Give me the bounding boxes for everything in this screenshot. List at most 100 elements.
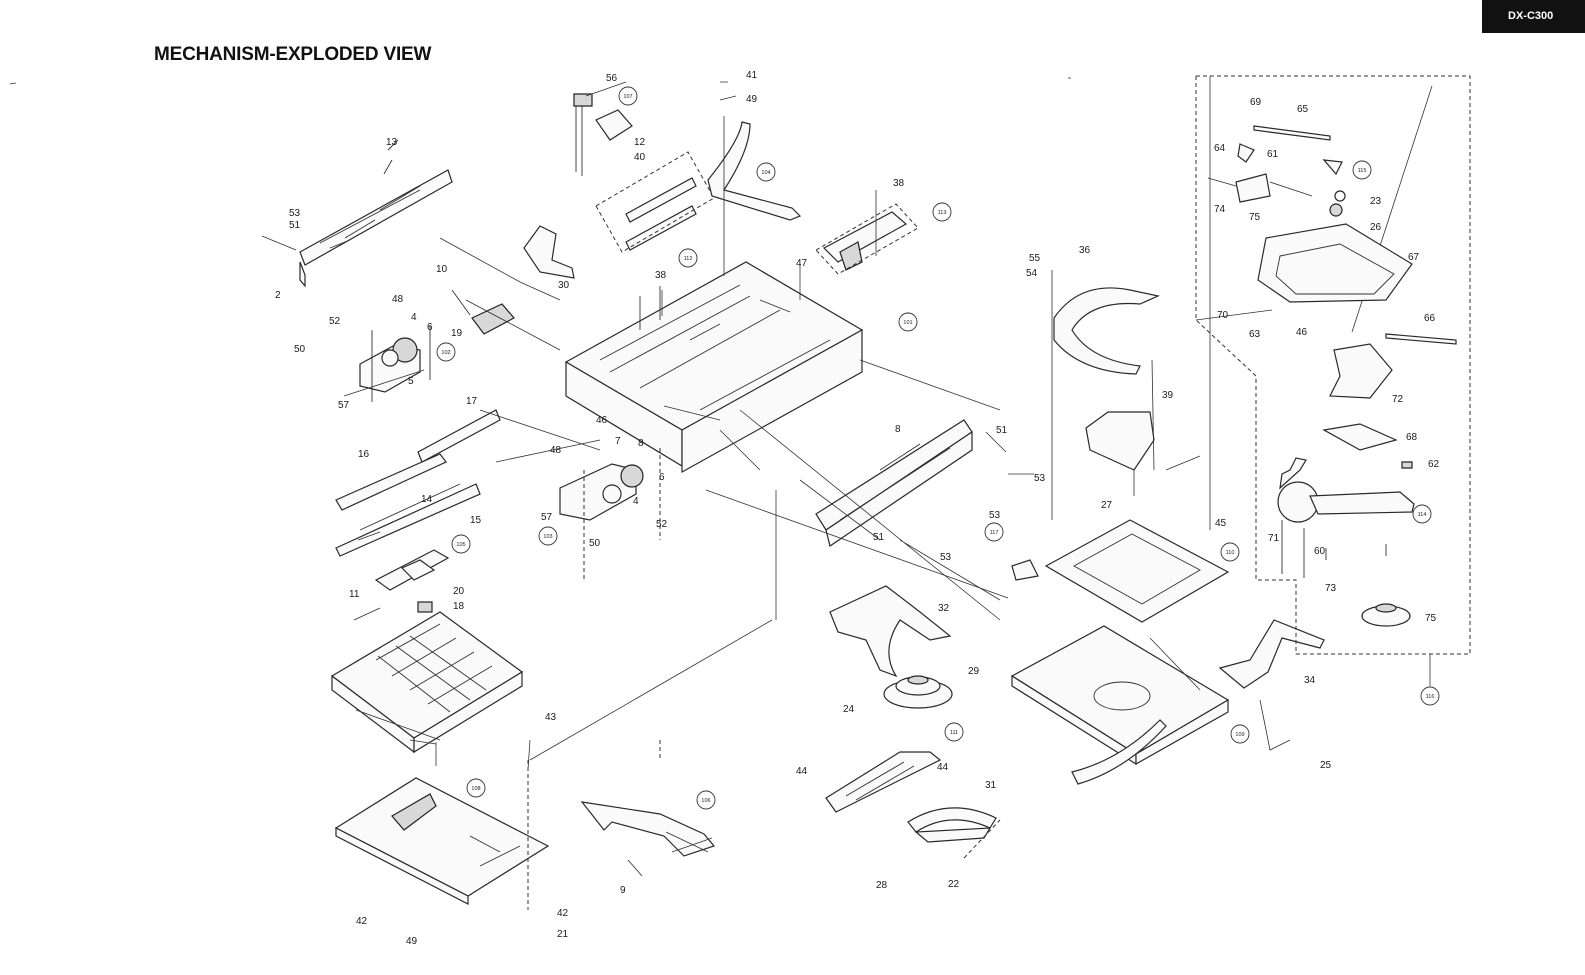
label-63: 64: [1214, 143, 1226, 154]
part-switch-19: [451, 289, 515, 335]
ref-109: 109: [1230, 724, 1250, 744]
label-8: 8: [638, 438, 644, 449]
label-12: 13: [386, 137, 398, 148]
label-55: 53: [289, 208, 301, 219]
label-71: 72: [1392, 394, 1404, 405]
label-72: 73: [1325, 583, 1337, 594]
svg-text:103: 103: [543, 534, 552, 540]
part-slider-2: [261, 139, 453, 288]
label-16: 16: [358, 449, 370, 460]
svg-text:108: 108: [471, 786, 480, 792]
label-20: 20: [453, 586, 465, 597]
part-assembly-70: [1277, 457, 1415, 578]
label-51: 51: [289, 220, 301, 231]
ref-102: 102: [436, 342, 456, 362]
part-arc-104: [707, 121, 802, 221]
label-38: 38: [655, 270, 667, 281]
part-frame-110: [1011, 519, 1230, 623]
label-55c: 53: [940, 552, 952, 563]
ref-117: 117: [984, 522, 1004, 542]
label-46: 48: [392, 294, 404, 305]
part-34: [1218, 619, 1325, 689]
part-connector-113: [815, 203, 919, 275]
label-43: 44: [796, 766, 808, 777]
part-bracket-13: [573, 93, 633, 141]
label-46b: 48: [550, 445, 562, 456]
label-27: 27: [1101, 500, 1113, 511]
svg-text:106: 106: [701, 798, 710, 804]
label-53: 53: [989, 510, 1001, 521]
label-23: 23: [1370, 196, 1382, 207]
part-lever-106: [580, 801, 716, 857]
label-26: 26: [1370, 222, 1382, 233]
part-motor-74: [1207, 125, 1343, 203]
svg-text:104: 104: [761, 170, 770, 176]
svg-text:111: 111: [950, 730, 958, 736]
label-44: 45: [1215, 518, 1227, 529]
part-arc-31: [907, 807, 1001, 859]
part-main-chassis-101: [564, 261, 864, 474]
ref-103: 103: [538, 526, 558, 546]
label-73: 74: [1214, 204, 1226, 215]
label-13: 12: [634, 137, 646, 148]
label-38b: 38: [893, 178, 905, 189]
label-2: 2: [275, 290, 281, 301]
label-41: 43: [545, 712, 557, 723]
label-58b: 57: [541, 512, 553, 523]
label-57: 56: [606, 73, 618, 84]
label-21: 21: [557, 929, 569, 940]
ref-116: 116: [1420, 686, 1440, 706]
label-40: 41: [746, 70, 758, 81]
part-number-labels: 13 53 51 2 10 48 52 4 6 19 50 5 57 17 16…: [275, 70, 1440, 947]
label-28: 28: [876, 880, 888, 891]
part-plate-105: [374, 549, 450, 591]
label-74: 75: [1249, 212, 1261, 223]
label-54b: 52: [656, 519, 668, 530]
svg-text:114: 114: [1418, 512, 1427, 518]
label-7: 7: [615, 436, 621, 447]
svg-text:102: 102: [441, 350, 450, 356]
part-slide-111: [825, 751, 942, 813]
label-19: 19: [451, 328, 463, 339]
label-24: 24: [843, 704, 855, 715]
label-59: 61: [1267, 149, 1279, 160]
label-58: 57: [338, 400, 350, 411]
page-title: MECHANISM-EXPLODED VIEW: [154, 44, 432, 65]
label-4: 4: [411, 312, 417, 323]
label-4b: 4: [633, 496, 639, 507]
label-43b: 44: [937, 762, 949, 773]
part-base-frame-109: [1010, 625, 1230, 785]
label-47b: 46: [1296, 327, 1308, 338]
label-62: 63: [1249, 329, 1261, 340]
ref-104: 104: [756, 162, 776, 182]
label-17: 17: [466, 396, 478, 407]
label-29: 29: [968, 666, 980, 677]
label-68: 69: [1250, 97, 1262, 108]
label-30: 30: [558, 280, 570, 291]
part-plate-8: [815, 419, 973, 547]
ref-105: 105: [451, 534, 471, 554]
part-turntable-29: [883, 675, 953, 709]
svg-text:105: 105: [456, 542, 465, 548]
label-49: 49: [406, 936, 418, 947]
svg-text:107: 107: [623, 94, 632, 100]
label-8b: 8: [895, 424, 901, 435]
label-5: 5: [408, 376, 414, 387]
ref-101: 101: [898, 312, 918, 332]
label-18: 18: [453, 601, 465, 612]
part-base-66: [1257, 190, 1413, 303]
part-75: [1361, 603, 1411, 627]
label-50: 49: [746, 94, 758, 105]
ref-115: 115: [1352, 160, 1372, 180]
ref-106: 106: [696, 790, 716, 810]
part-bracket-32: [829, 585, 952, 678]
label-10: 10: [436, 264, 448, 275]
label-70: 71: [1268, 533, 1280, 544]
label-54: 52: [329, 316, 341, 327]
label-6b: 6: [659, 472, 665, 483]
label-52: 54: [1026, 268, 1038, 279]
label-35: 36: [1079, 245, 1091, 256]
label-75: 75: [1425, 613, 1437, 624]
label-66: 67: [1408, 252, 1420, 263]
